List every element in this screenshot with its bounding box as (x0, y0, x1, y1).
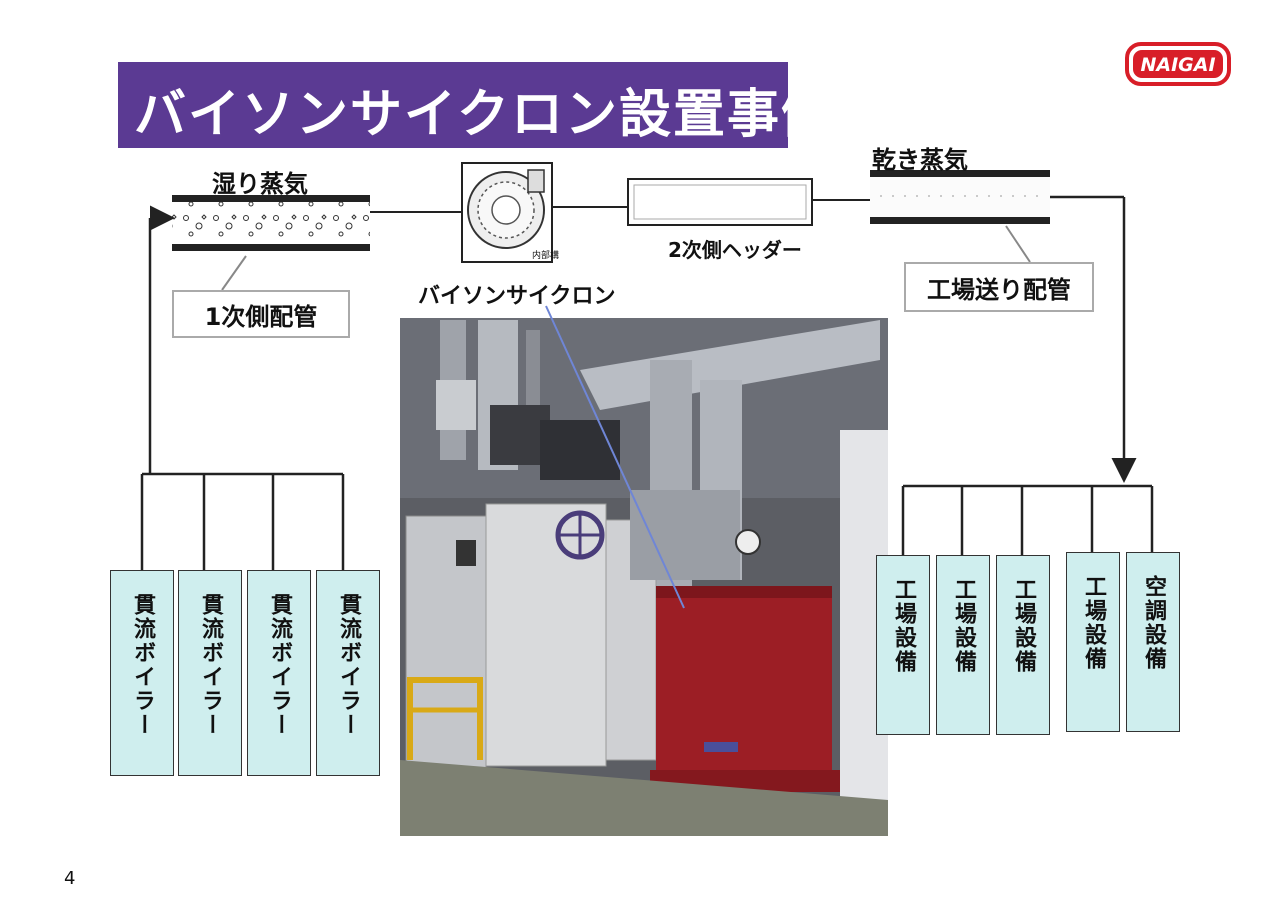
boiler-label: 貫流ボイラー (126, 593, 158, 775)
boiler-box-4: 貫流ボイラー (316, 570, 380, 776)
boiler-box-2: 貫流ボイラー (178, 570, 242, 776)
equipment-label: 工場設備 (947, 578, 979, 734)
equipment-label: 工場設備 (1007, 578, 1039, 734)
boiler-label: 貫流ボイラー (194, 593, 226, 775)
factory-pipe-callout: 工場送り配管 (904, 262, 1094, 312)
cyclone-label: バイソンサイクロン (418, 278, 616, 310)
boiler-box-3: 貫流ボイラー (247, 570, 311, 776)
boiler-label: 貫流ボイラー (332, 593, 364, 775)
equipment-box-5: 空調設備 (1126, 552, 1180, 732)
wet-steam-label: 湿り蒸気 (212, 164, 308, 199)
boiler-label: 貫流ボイラー (263, 593, 295, 775)
boiler-box-1: 貫流ボイラー (110, 570, 174, 776)
primary-pipe-graphic (172, 195, 370, 251)
equipment-label: 工場設備 (1077, 575, 1109, 731)
equipment-box-2: 工場設備 (936, 555, 990, 735)
dry-steam-label: 乾き蒸気 (872, 140, 968, 175)
installation-photo (400, 318, 888, 836)
page-number: 4 (64, 868, 75, 889)
secondary-header-label: 2次側ヘッダー (668, 234, 802, 263)
dry-pipe-graphic (870, 170, 1050, 224)
equipment-label: 空調設備 (1137, 575, 1169, 731)
equipment-box-4: 工場設備 (1066, 552, 1120, 732)
equipment-box-3: 工場設備 (996, 555, 1050, 735)
primary-pipe-callout: 1次側配管 (172, 290, 350, 338)
secondary-header-graphic (628, 179, 812, 225)
cyclone-inner-label: 内部構 (532, 248, 559, 261)
equipment-label: 工場設備 (887, 578, 919, 734)
equipment-box-1: 工場設備 (876, 555, 930, 735)
primary-pipe-label: 1次側配管 (205, 297, 318, 332)
factory-pipe-label: 工場送り配管 (927, 270, 1071, 305)
